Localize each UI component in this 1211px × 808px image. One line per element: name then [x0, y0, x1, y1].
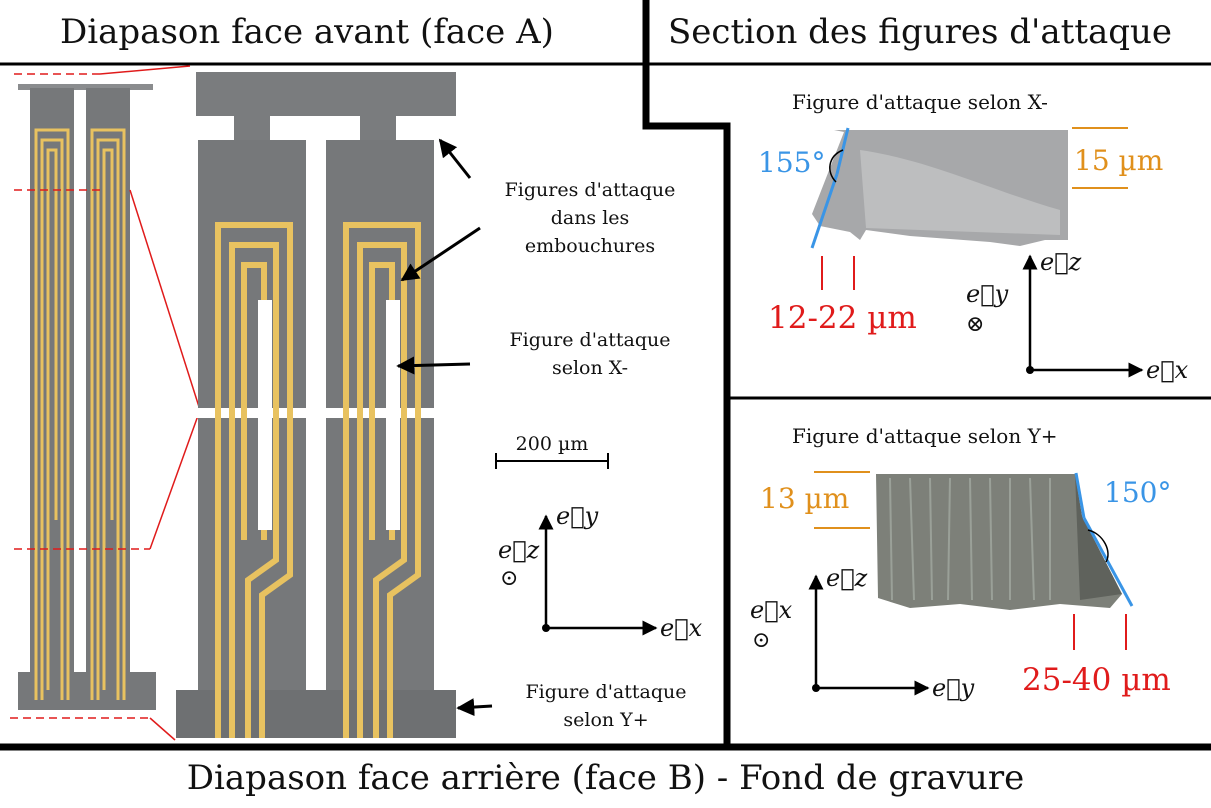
axis-label-ez: e⃗z: [498, 536, 540, 564]
section-x-width: 12-22 µm: [768, 300, 917, 336]
section-x-angle: 155°: [758, 146, 826, 179]
section-y-angle: 150°: [1104, 476, 1172, 509]
section-x-axis-ez: e⃗z: [1040, 248, 1082, 276]
section-y-axis-ez: e⃗z: [826, 564, 868, 592]
section-y-axis-ex: e⃗x: [750, 596, 793, 624]
section-x-axes: [1022, 254, 1144, 378]
out-of-plane-symbol: ⊙: [500, 566, 519, 591]
section-y-title: Figure d'attaque selon Y+: [792, 424, 1058, 448]
annotation-line: dans les: [550, 207, 630, 229]
scale-bar: [495, 453, 609, 469]
title-section: Section des figures d'attaque: [668, 12, 1173, 52]
annotation-line: selon Y+: [563, 709, 649, 731]
section-y-axis-ey: e⃗y: [932, 674, 975, 702]
section-y-depth: 13 µm: [760, 482, 850, 515]
annotation-selon-y: Figure d'attaque selon Y+: [490, 678, 722, 734]
title-front-face: Diapason face avant (face A): [60, 12, 554, 52]
section-x-axis-ey: e⃗y: [966, 280, 1009, 308]
annotation-line: selon X-: [551, 357, 629, 379]
tuning-fork-overview: [10, 65, 201, 741]
annotation-embouchures: Figures d'attaque dans les embouchures: [472, 176, 708, 260]
annotation-arrows: [396, 138, 493, 717]
section-x-depth: 15 µm: [1074, 144, 1164, 177]
section-x-title: Figure d'attaque selon X-: [792, 90, 1048, 114]
frame-lines: [0, 0, 1211, 751]
annotation-line: Figures d'attaque: [504, 179, 676, 201]
annotation-line: embouchures: [524, 235, 656, 257]
section-y-width: 25-40 µm: [1022, 662, 1171, 698]
title-back-face: Diapason face arrière (face B) - Fond de…: [186, 758, 1025, 798]
front-axes: [538, 514, 658, 636]
into-plane-symbol: ⊗: [966, 312, 985, 337]
scale-bar-label: 200 µm: [515, 433, 589, 455]
section-x-image: [810, 127, 1128, 290]
section-y-image: [814, 471, 1134, 650]
out-of-plane-symbol: ⊙: [752, 628, 771, 653]
tuning-fork-zoom: [176, 72, 456, 738]
axis-label-ex: e⃗x: [660, 614, 703, 642]
annotation-selon-x: Figure d'attaque selon X-: [472, 326, 708, 382]
axis-label-ey: e⃗y: [556, 502, 599, 530]
annotation-line: Figure d'attaque: [525, 681, 687, 703]
section-y-axes: [808, 574, 930, 696]
section-x-axis-ex: e⃗x: [1146, 356, 1189, 384]
annotation-line: Figure d'attaque: [509, 329, 671, 351]
